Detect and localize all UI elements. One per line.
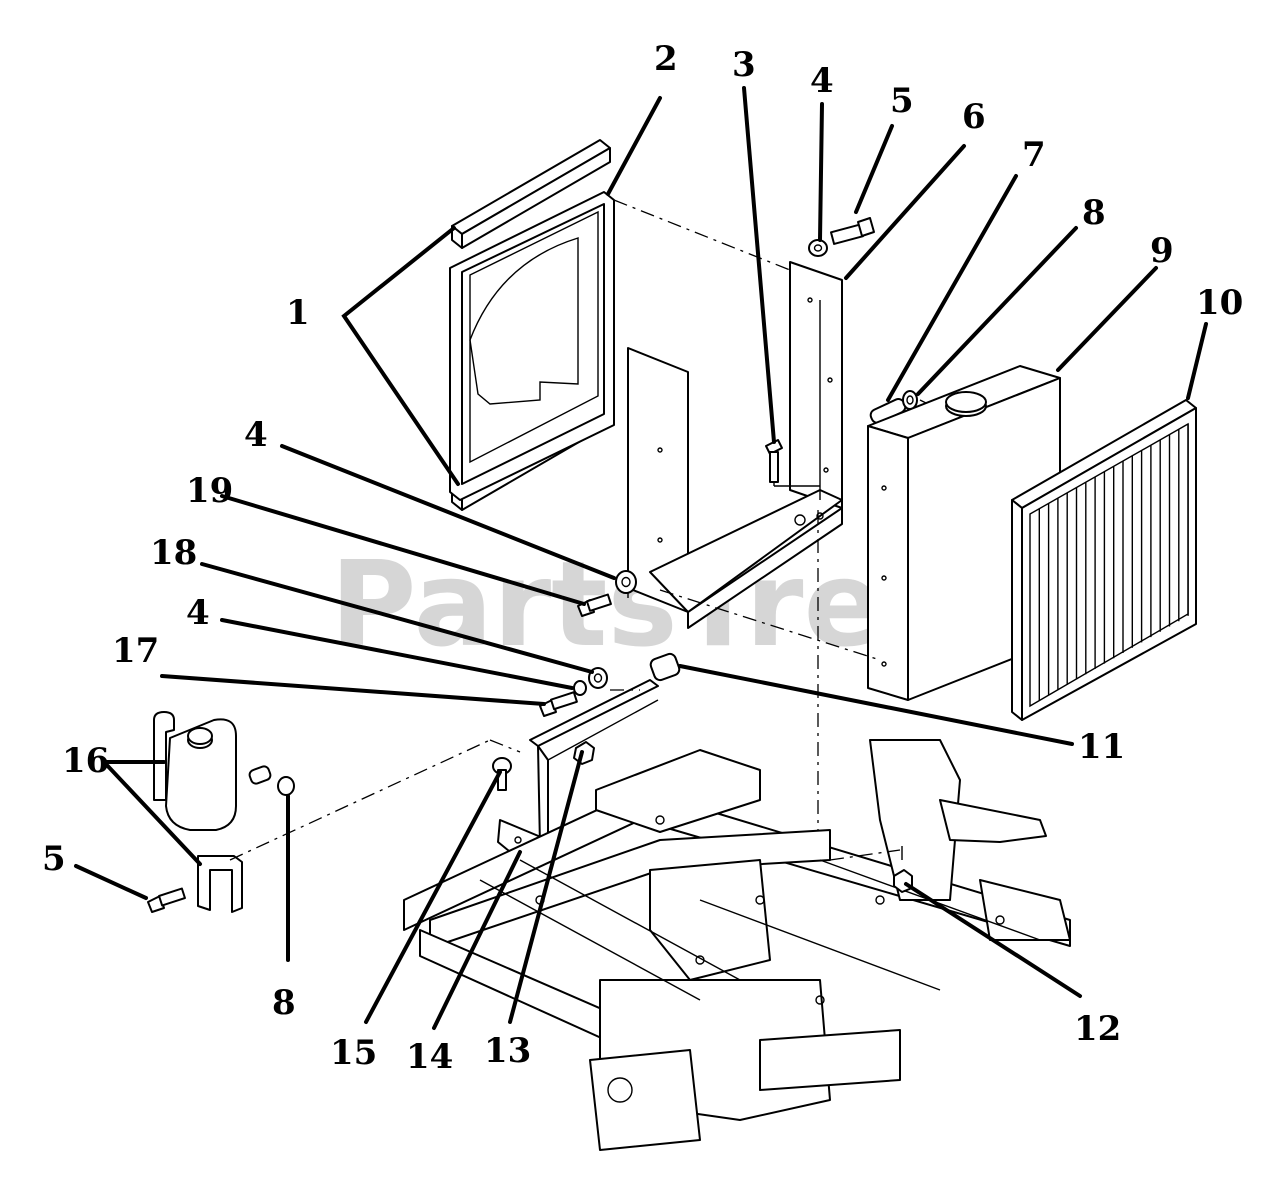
callout-13: 13 — [484, 1031, 531, 1071]
foam-strip-upper — [451, 139, 611, 249]
callout-19: 19 — [186, 471, 233, 511]
clamp-part-8-low — [277, 776, 295, 796]
leader-lines — [74, 86, 1208, 1030]
callout-10: 10 — [1196, 283, 1243, 323]
washer-part-4-mid — [615, 570, 637, 594]
callout-17: 17 — [112, 631, 159, 671]
callout-16: 16 — [62, 741, 109, 781]
bolt-part-5-low — [147, 887, 186, 913]
callout-18: 18 — [150, 533, 197, 573]
callout-15: 15 — [330, 1033, 377, 1073]
bracket-axis-line — [659, 589, 881, 661]
bolt-part-15 — [492, 757, 512, 791]
callout-8-top: 8 — [1082, 193, 1106, 233]
coolant-tank-part-16 — [153, 711, 243, 913]
hose-small — [248, 765, 272, 785]
spacer-part-11 — [649, 652, 681, 682]
callout-labels: 1 2 3 4 5 6 7 8 9 10 4 19 18 4 17 11 16 … — [42, 39, 1243, 1077]
callout-5-low: 5 — [42, 839, 66, 879]
tank-axis-end — [489, 739, 521, 753]
tank-axis-line — [229, 739, 491, 861]
callout-9: 9 — [1150, 231, 1174, 271]
callout-5-top: 5 — [890, 81, 914, 121]
callout-7: 7 — [1022, 135, 1046, 175]
callout-6: 6 — [962, 97, 986, 137]
bolt-part-19 — [577, 593, 612, 617]
callout-4-low: 4 — [186, 593, 210, 633]
nut-part-13 — [573, 741, 595, 765]
callout-8-low: 8 — [272, 983, 296, 1023]
washer-part-4-low — [573, 680, 587, 696]
callout-12: 12 — [1074, 1009, 1121, 1049]
tractor-frame — [403, 739, 1071, 1151]
callout-2: 2 — [654, 39, 678, 79]
callout-4-top: 4 — [810, 61, 834, 101]
radiator-screen — [1011, 399, 1197, 721]
washer-top — [808, 239, 828, 257]
clamp-part-8-top — [902, 390, 918, 410]
callout-14: 14 — [406, 1037, 453, 1077]
callout-3: 3 — [732, 45, 756, 85]
fan-shroud — [449, 191, 615, 501]
callout-11: 11 — [1078, 727, 1125, 767]
radiator-shroud-housing — [613, 199, 843, 629]
bolt-top — [829, 217, 875, 245]
callout-4-mid: 4 — [244, 415, 268, 455]
callout-1: 1 — [286, 293, 310, 333]
